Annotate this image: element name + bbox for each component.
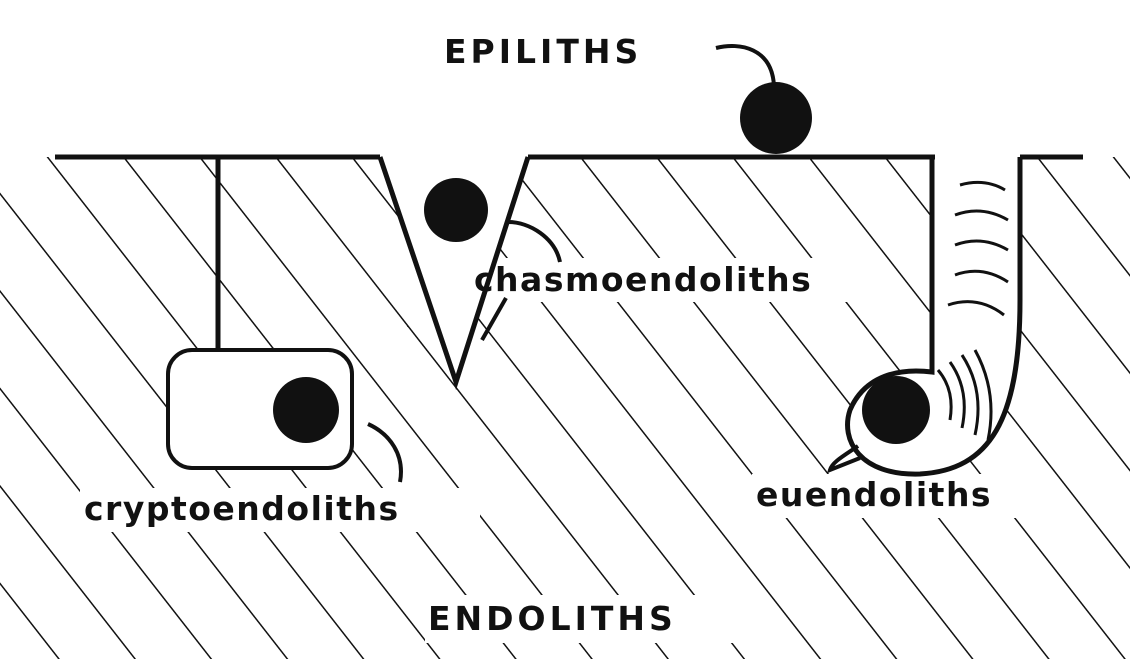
rock-body [0, 157, 1130, 659]
cryptoendoliths-label: cryptoendoliths [84, 489, 400, 528]
chasmoendolith-cell [424, 178, 488, 242]
euendolith-cell [862, 376, 930, 444]
endoliths-label: ENDOLITHS [428, 599, 677, 638]
epiliths-leader [716, 46, 774, 86]
chasmoendoliths-label: chasmoendoliths [474, 260, 812, 299]
epiliths-label: EPILITHS [444, 32, 642, 71]
cryptoendolith-cell [273, 377, 339, 443]
euendoliths-label: euendoliths [756, 475, 992, 514]
epilith-cell [740, 82, 812, 154]
